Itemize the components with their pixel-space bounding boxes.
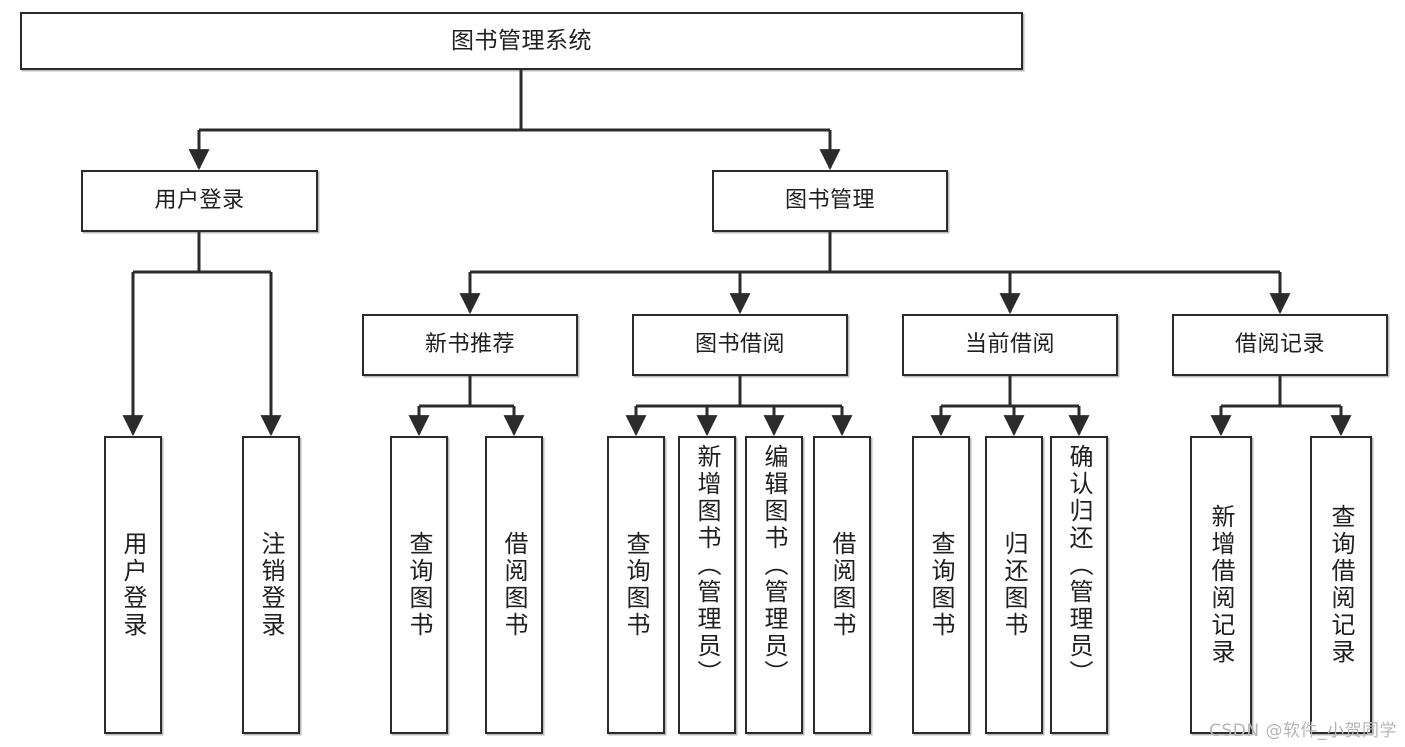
node-leaf-query-borrow-record[interactable]: 查询借阅记录 (1310, 436, 1372, 734)
node-leaf-query-borrow-record-label: 查询借阅记录 (1327, 504, 1355, 666)
node-leaf-borrow-book-recommend[interactable]: 借阅图书 (485, 436, 543, 734)
node-leaf-add-book-admin-label: 新增图书（管理员） (693, 444, 721, 687)
node-new-book-recommend[interactable]: 新书推荐 (362, 314, 578, 376)
node-leaf-borrow-book[interactable]: 借阅图书 (813, 436, 871, 734)
node-leaf-user-login-label: 用户登录 (119, 531, 147, 639)
node-root-label: 图书管理系统 (451, 27, 592, 54)
watermark-text: CSDN @软件_小贺同学 (1209, 721, 1397, 741)
node-leaf-query-book-borrow[interactable]: 查询图书 (607, 436, 665, 734)
node-leaf-confirm-return-admin[interactable]: 确认归还（管理员） (1050, 436, 1108, 734)
node-new-book-recommend-label: 新书推荐 (424, 332, 515, 358)
node-current-borrow-label: 当前借阅 (964, 332, 1055, 358)
node-leaf-confirm-return-admin-label: 确认归还（管理员） (1065, 444, 1093, 687)
node-leaf-edit-book-admin-label: 编辑图书（管理员） (760, 444, 788, 687)
node-leaf-borrow-book-recommend-label: 借阅图书 (500, 531, 528, 639)
node-leaf-query-book-recommend-label: 查询图书 (405, 531, 433, 639)
node-current-borrow[interactable]: 当前借阅 (902, 314, 1118, 376)
node-book-borrow[interactable]: 图书借阅 (632, 314, 848, 376)
node-leaf-add-borrow-record-label: 新增借阅记录 (1207, 504, 1235, 666)
node-leaf-logout-login-label: 注销登录 (257, 531, 285, 639)
node-leaf-query-book-recommend[interactable]: 查询图书 (390, 436, 448, 734)
node-leaf-return-book[interactable]: 归还图书 (985, 436, 1043, 734)
node-leaf-add-book-admin[interactable]: 新增图书（管理员） (678, 436, 736, 734)
node-user-login[interactable]: 用户登录 (81, 170, 318, 232)
node-leaf-add-borrow-record[interactable]: 新增借阅记录 (1190, 436, 1252, 734)
node-leaf-borrow-book-label: 借阅图书 (828, 531, 856, 639)
node-book-borrow-label: 图书借阅 (694, 332, 785, 358)
node-book-management-label: 图书管理 (784, 188, 875, 214)
node-leaf-return-book-label: 归还图书 (1000, 531, 1028, 639)
node-leaf-logout-login[interactable]: 注销登录 (242, 436, 300, 734)
node-borrow-record[interactable]: 借阅记录 (1172, 314, 1388, 376)
node-root[interactable]: 图书管理系统 (20, 12, 1023, 70)
node-book-management[interactable]: 图书管理 (712, 170, 948, 232)
node-borrow-record-label: 借阅记录 (1234, 332, 1325, 358)
node-user-login-label: 用户登录 (154, 188, 245, 214)
node-leaf-query-book-current-label: 查询图书 (927, 531, 955, 639)
node-leaf-user-login[interactable]: 用户登录 (104, 436, 162, 734)
node-leaf-query-book-current[interactable]: 查询图书 (912, 436, 970, 734)
node-leaf-query-book-borrow-label: 查询图书 (622, 531, 650, 639)
node-leaf-edit-book-admin[interactable]: 编辑图书（管理员） (745, 436, 803, 734)
